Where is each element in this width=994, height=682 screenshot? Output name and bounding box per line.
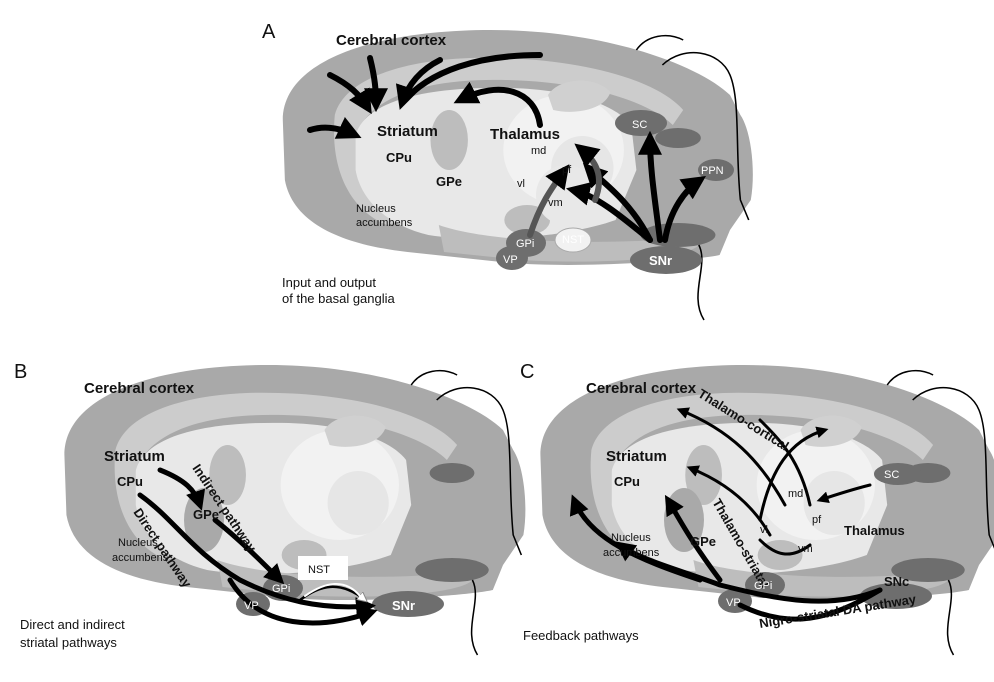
panel-c-vp-label: VP — [726, 597, 741, 609]
panel-a-gpi-label: GPi — [516, 238, 534, 250]
panel-a-thalamus-label: Thalamus — [490, 126, 560, 143]
panel-c-nacc-line1: Nucleus — [611, 532, 651, 544]
panel-c-pf-label: pf — [812, 514, 822, 526]
panel-a-vp-label: VP — [503, 254, 518, 266]
panel-c-cortex-label: Cerebral cortex — [586, 380, 697, 397]
panel-b-vp-label: VP — [244, 600, 259, 612]
panel-b-brain-outline — [64, 365, 525, 655]
panel-a-ppn-label: PPN — [701, 165, 724, 177]
panel-c-cpu-label: CPu — [614, 474, 640, 489]
panel-a-md-label: md — [531, 145, 546, 157]
panel-b-cpu-label: CPu — [117, 474, 143, 489]
panel-c-snc-label: SNc — [884, 574, 909, 589]
panel-a-sc-label: SC — [632, 119, 647, 131]
panel-b-gpe-label: GPe — [193, 507, 219, 522]
panel-b-cortex-label: Cerebral cortex — [84, 380, 195, 397]
panel-a-nacc-line1: Nucleus — [356, 203, 396, 215]
panel-c-thalamus-label: Thalamus — [844, 523, 905, 538]
panel-a-cortex-label: Cerebral cortex — [336, 32, 447, 49]
panel-c: C Cerebral cortex Thalamo-cortical Stria… — [520, 361, 994, 655]
panel-c-sc-label: SC — [884, 469, 899, 481]
panel-c-gpi-label: GPi — [754, 580, 772, 592]
panel-c-caption: Feedback pathways — [523, 628, 639, 643]
panel-b-gpi-label: GPi — [272, 583, 290, 595]
panel-a-letter: A — [262, 21, 276, 43]
panel-b-caption-line1: Direct and indirect — [20, 617, 125, 632]
panel-a: A Cerebral cortex Striatum CPu GPe Nucle… — [262, 21, 753, 320]
panel-c-brain-outline — [540, 365, 994, 655]
panel-b-striatum-label: Striatum — [104, 448, 165, 465]
panel-c-letter: C — [520, 361, 534, 383]
panel-c-md-label: md — [788, 488, 803, 500]
panel-c-vm-label: vm — [798, 543, 813, 555]
panel-c-striatum-label: Striatum — [606, 448, 667, 465]
panel-a-cpu-label: CPu — [386, 150, 412, 165]
panel-a-nacc-line2: accumbens — [356, 217, 413, 229]
panel-c-gpe-label: GPe — [690, 534, 716, 549]
panel-b-nst-label: NST — [308, 564, 330, 576]
panel-a-caption-line1: Input and output — [282, 275, 376, 290]
panel-a-gpe-label: GPe — [436, 174, 462, 189]
panel-c-nacc-line2: accumbens — [603, 547, 660, 559]
panel-b-caption-line2: striatal pathways — [20, 635, 117, 650]
panel-a-vl-label: vl — [517, 178, 525, 190]
panel-b-letter: B — [14, 361, 27, 383]
panel-a-caption-line2: of the basal ganglia — [282, 291, 396, 306]
panel-a-nst-label: NST — [562, 234, 584, 246]
panel-a-snr-label: SNr — [649, 253, 672, 268]
panel-b: B Cerebral cortex Striatum CPu GPe Nucle… — [14, 361, 525, 655]
panel-a-pf-label: pf — [562, 164, 572, 176]
panel-b-snr-label: SNr — [392, 598, 415, 613]
panel-c-vl-label: vl — [760, 524, 768, 536]
panel-a-striatum-label: Striatum — [377, 123, 438, 140]
panel-a-vm-label: vm — [548, 197, 563, 209]
